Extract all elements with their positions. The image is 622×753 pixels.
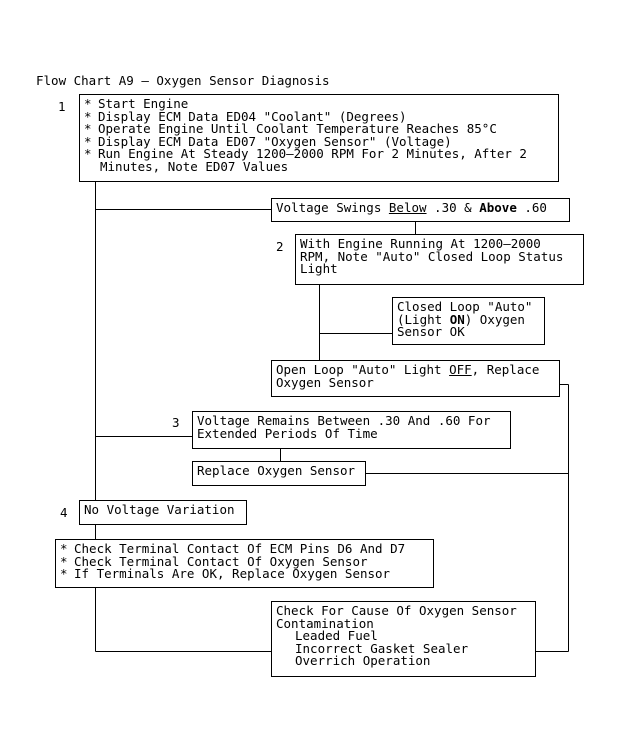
step-1-box: *Start Engine *Display ECM Data ED04 "Co…: [79, 94, 559, 182]
step-3-box: Voltage Remains Between .30 And .60 For …: [192, 411, 511, 449]
step-2-box: With Engine Running At 1200–2000 RPM, No…: [295, 234, 584, 285]
chart-title-text: Flow Chart A9 – Oxygen Sensor Diagnosis: [36, 73, 330, 88]
replace-sensor-box: Replace Oxygen Sensor: [192, 461, 366, 486]
step-1-line-5: *Run Engine At Steady 1200–2000 RPM For …: [84, 146, 527, 162]
step-3-number: 3: [172, 415, 180, 430]
open-loop-box: Open Loop "Auto" Light OFF, Replace Oxyg…: [271, 360, 560, 397]
contamination-box: Check For Cause Of Oxygen Sensor Contami…: [271, 601, 536, 677]
check-terminals-box: *Check Terminal Contact Of ECM Pins D6 A…: [55, 539, 434, 588]
voltage-swings-box: Voltage Swings Below .30 & Above .60: [271, 198, 570, 222]
step-4-number: 4: [60, 505, 68, 520]
step-1-line-6: Minutes, Note ED07 Values: [100, 158, 289, 174]
closed-loop-box: Closed Loop "Auto" (Light ON) Oxygen Sen…: [392, 297, 545, 345]
step-1-number: 1: [58, 99, 66, 114]
step-1-line-2: *Display ECM Data ED04 "Coolant" (Degree…: [84, 108, 407, 124]
step-2-number: 2: [276, 239, 284, 254]
step-1-line-4: *Display ECM Data ED07 "Oxygen Sensor" (…: [84, 133, 452, 149]
step-1-line-3: *Operate Engine Until Coolant Temperatur…: [84, 121, 497, 137]
step-4-box: No Voltage Variation: [79, 500, 247, 525]
step-1-line-1: *Start Engine: [84, 96, 189, 111]
